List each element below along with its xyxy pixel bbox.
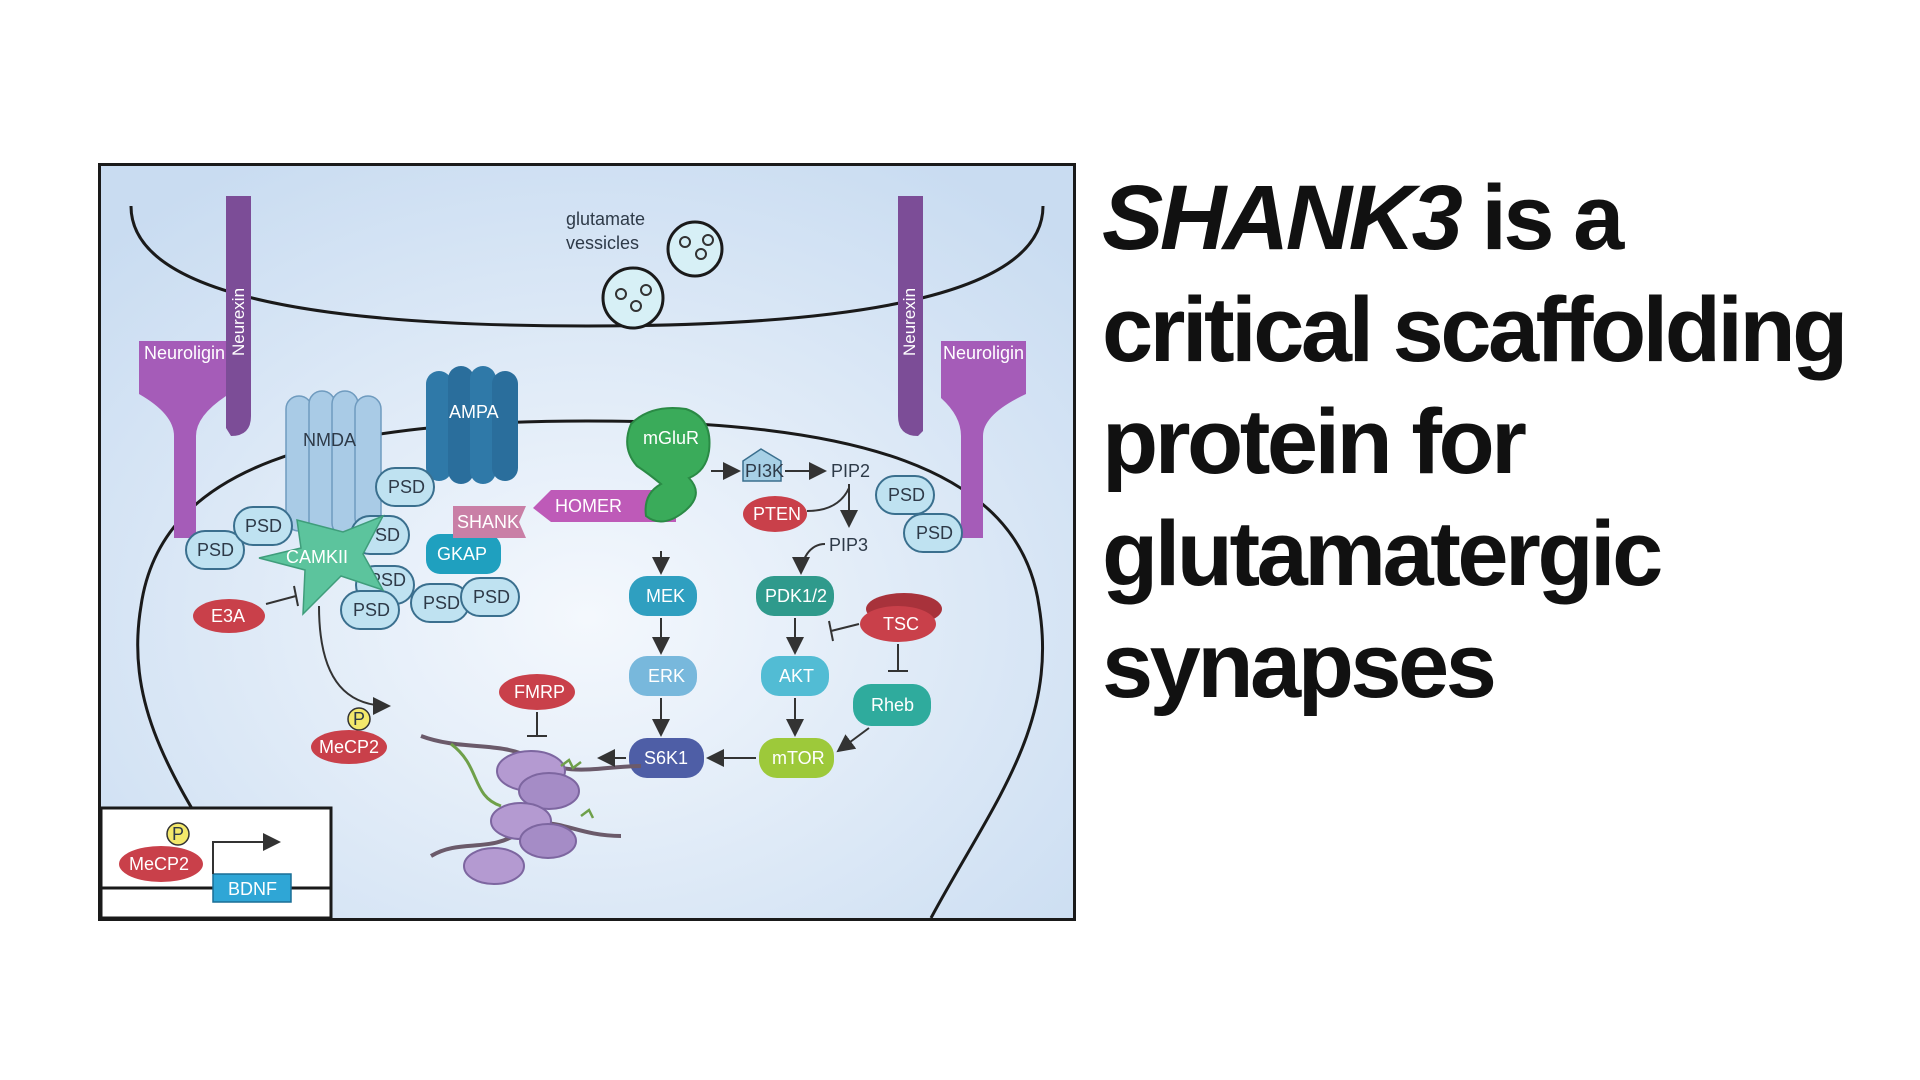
psd-label-10: PSD [916,523,953,543]
shank-arrow [453,506,526,538]
neurexin-right-label: Neurexin [900,288,919,356]
psd-label-6: PSD [353,600,390,620]
psd-label-3: PSD [388,477,425,497]
s6k1-node [629,738,704,778]
rheb-node [853,684,931,726]
bdnf-label: BDNF [228,879,277,899]
mek-label: MEK [646,586,685,606]
pip2-label: PIP2 [831,461,870,481]
e3a-node [193,599,265,633]
neurexin-left-label: Neurexin [229,288,248,356]
headline-rest: is a critical scaffolding protein for gl… [1102,167,1848,717]
pdk12-node [756,576,834,616]
nmda-label: NMDA [303,430,356,450]
gkap-label: GKAP [437,544,487,564]
mglur-label: mGluR [643,428,699,448]
psd-label-1: PSD [197,540,234,560]
neurexin-right [898,196,923,436]
presynaptic-membrane [129,205,1045,328]
bdnf-gene [212,873,292,903]
neurexin-left [226,196,251,436]
camkii-star [258,514,385,616]
psd-label-9: PSD [888,485,925,505]
gkap-box [426,534,501,574]
neuroligin-left-label: Neuroligin [144,343,225,363]
tsc-label: TSC [883,614,919,634]
camkii-label: CAMKII [286,547,348,567]
rheb-label: Rheb [871,695,914,715]
homer-arrow [533,490,676,522]
akt-label: AKT [779,666,814,686]
neuroligin-right [941,341,1026,538]
phospho-label: P [353,709,365,729]
ampa-label: AMPA [449,402,499,422]
fmrp-label: FMRP [514,682,565,702]
homer-label: HOMER [555,496,622,516]
ampa-receptor [426,366,518,484]
phospho-mecp2 [347,707,371,731]
headline: SHANK3 is a critical scaffolding protein… [1102,162,1902,722]
postsynaptic-membrane [136,419,1045,918]
pten-node [743,496,807,532]
mecp2-label: MeCP2 [319,737,379,757]
synapse-diagram: glutamate vessicles Neuroligin Neurexin … [98,163,1076,921]
vesicles-label-1: glutamate [566,209,645,229]
shank-label: SHANK [457,512,519,532]
ribosome-mrna-illustration [420,734,642,885]
neuroligin-left [139,341,226,538]
erk-label: ERK [648,666,685,686]
pi3k-pentagon [742,448,782,482]
pathway-arrows [265,462,908,767]
mecp2-nucleus-node [119,846,203,882]
headline-gene: SHANK3 [1102,167,1463,269]
glutamate-vesicles [601,220,724,330]
mek-node [629,576,697,616]
s6k1-label: S6K1 [644,748,688,768]
akt-node [761,656,829,696]
mecp2-nucleus-label: MeCP2 [129,854,189,874]
mtor-label: mTOR [772,748,825,768]
neuroligin-right-label: Neuroligin [943,343,1024,363]
pdk12-label: PDK1/2 [765,586,827,606]
erk-node [629,656,697,696]
vesicles-label-2: vessicles [566,233,639,253]
pi3k-label: PI3K [745,461,784,481]
psd-label-2: PSD [245,516,282,536]
pten-label: PTEN [753,504,801,524]
phospho-nucleus [166,822,190,846]
mglur-receptor [626,407,711,523]
pip3-label: PIP3 [829,535,868,555]
tsc-node [860,606,936,642]
psd-label-7: PSD [423,593,460,613]
nmda-receptor [285,390,382,537]
mecp2-node [311,730,387,764]
phospho-nucleus-label: P [172,824,184,844]
mtor-node [759,738,834,778]
psd-label-8: PSD [473,587,510,607]
transcription-arrow [212,833,281,874]
fmrp-node [499,674,575,710]
e3a-label: E3A [211,606,245,626]
